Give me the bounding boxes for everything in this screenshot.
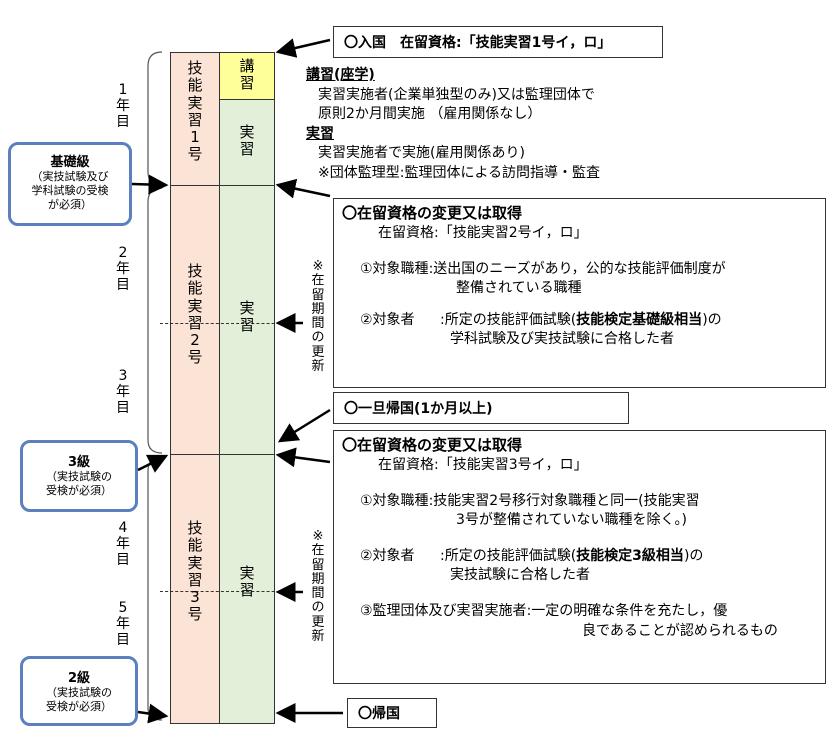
change-3-supervisor-line-2: 良であることが認められるもの [582, 622, 778, 639]
change-2-target-bold: 技能検定基礎級相当 [576, 311, 703, 328]
lecture-cell [219, 52, 275, 100]
lecture-heading: 講習(座学) [306, 67, 375, 83]
practice-1-label: 実習 [239, 123, 255, 159]
change-2-occupation-label: ①対象職種 [360, 260, 429, 277]
entry-arrow [275, 38, 331, 58]
change-2-title: 〇在留資格の変更又は取得 [342, 204, 523, 222]
year-1-brace [147, 51, 163, 186]
entry-box: 〇入国 在留資格:「技能実習1号イ，ロ」 [333, 26, 663, 58]
change-3-target-suffix: )の [683, 547, 704, 564]
change-3-target-label: ②対象者 [360, 547, 415, 564]
change-3-occupation-label: ①対象職種 [360, 492, 429, 509]
change-3-title: 〇在留資格の変更又は取得 [342, 436, 523, 454]
basic-grade-note-2: 学科試験の受検 [31, 183, 109, 197]
grade-3-note-2: 受検が必須） [46, 483, 112, 497]
change-3-supervisor-label: ③監理団体及び実習実施者 [360, 602, 527, 619]
change-3-occupation-line-2: 3号が整備されていない職種を除く。) [456, 512, 687, 529]
practice-3-cell [219, 454, 275, 724]
change-3-status: 在留資格:「技能実習3号イ，ロ」 [378, 457, 588, 473]
basic-grade-note-3: が必須） [48, 197, 92, 211]
change-3-supervisor-line-1: :一定の明確な条件を充たし，優 [526, 602, 728, 619]
change-3-target-prefix: :所定の技能評価試験( [440, 547, 577, 564]
change-status-3-box: 〇在留資格の変更又は取得 在留資格:「技能実習3号イ，ロ」 ①対象職種 :技能実… [333, 430, 826, 684]
change-2-status: 在留資格:「技能実習2号イ，ロ」 [378, 225, 588, 241]
change-3-occupation-line-1: :技能実習2号移行対象職種と同一(技能実習 [428, 492, 700, 509]
renewal-note-lower: ※在留 期間の 更新 [311, 529, 325, 645]
change-2-target-prefix: :所定の技能評価試験( [440, 311, 577, 328]
basic-grade-title: 基礎級 [50, 155, 90, 170]
grade-2-note-1: （実技試験の [46, 686, 112, 699]
grade-3-box: 3級 （実技試験の 受検が必須） [20, 440, 138, 512]
lecture-line-2: 原則2か月間実施 （雇用関係なし） [318, 106, 542, 123]
change-2-target-suffix: )の [702, 311, 722, 328]
grade-2-arrow [137, 703, 169, 724]
practice-heading: 実習 [306, 125, 334, 142]
change-2-target-label: ②対象者 [360, 311, 415, 328]
grade-2-note-2: 受検が必須） [46, 699, 112, 713]
final-return-box: 〇帰国 [347, 698, 437, 728]
temporary-return-text: 〇一旦帰国(1か月以上) [344, 401, 493, 417]
lecture-line-1: 実習実施者(企業単独型のみ)又は監理団体で [318, 86, 595, 103]
grade-3-note-1: （実技試験の [46, 470, 112, 483]
lecture-label: 講習 [239, 57, 255, 93]
practice-line-1: 実習実施者で実施(雇用関係あり) [318, 145, 525, 162]
change-2-target-line-2: 学科試験及び実技試験に合格した者 [450, 331, 674, 348]
change-3-target-line-2: 実技試験に合格した者 [450, 567, 590, 584]
year-4-5-brace [147, 456, 163, 721]
practice-3-label: 実習 [239, 564, 255, 600]
year-divider-2-3 [160, 323, 300, 324]
training-3-column [170, 454, 220, 724]
change-2-occupation-line-1: :送出国のニーズがあり，公的な技能評価制度が [428, 260, 726, 277]
temp-return-arrow [277, 408, 331, 443]
temporary-return-box: 〇一旦帰国(1か月以上) [333, 392, 629, 424]
practice-2-label: 実習 [239, 299, 255, 335]
training-1-column [170, 52, 220, 186]
practice-2-cell [219, 185, 275, 455]
change-2-arrow [275, 178, 331, 199]
change-status-2-box: 〇在留資格の変更又は取得 在留資格:「技能実習2号イ，ロ」 ①対象職種 :送出国… [333, 198, 826, 388]
change-2-occupation-line-2: 整備されている職種 [456, 280, 582, 297]
change-3-arrow [275, 447, 331, 468]
practice-line-2: ※団体監理型:監理団体による訪問指導・監査 [318, 164, 601, 181]
grade-3-title: 3級 [67, 455, 91, 470]
renewal-note-upper: ※在留 期間の 更新 [311, 259, 325, 375]
basic-grade-box: 基礎級 （実技試験及び 学科試験の受検 が必須） [8, 142, 132, 226]
year-divider-4-5 [160, 591, 300, 592]
basic-grade-note-1: （実技試験及び [31, 170, 109, 183]
entry-text: 〇入国 在留資格:「技能実習1号イ，ロ」 [344, 35, 612, 51]
grade-3-arrow [137, 454, 169, 473]
training-2-column [170, 185, 220, 455]
grade-2-box: 2級 （実技試験の 受検が必須） [20, 656, 138, 726]
practice-1-cell [219, 99, 275, 186]
basic-grade-arrow [131, 174, 169, 195]
lecture-description: 講習(座学) 実習実施者(企業単独型のみ)又は監理団体で 原則2か月間実施 （雇… [306, 66, 726, 184]
year-2-3-brace [147, 187, 163, 454]
grade-2-title: 2級 [67, 671, 91, 686]
change-3-target-bold: 技能検定3級相当 [576, 547, 684, 564]
final-return-text: 〇帰国 [358, 706, 400, 722]
